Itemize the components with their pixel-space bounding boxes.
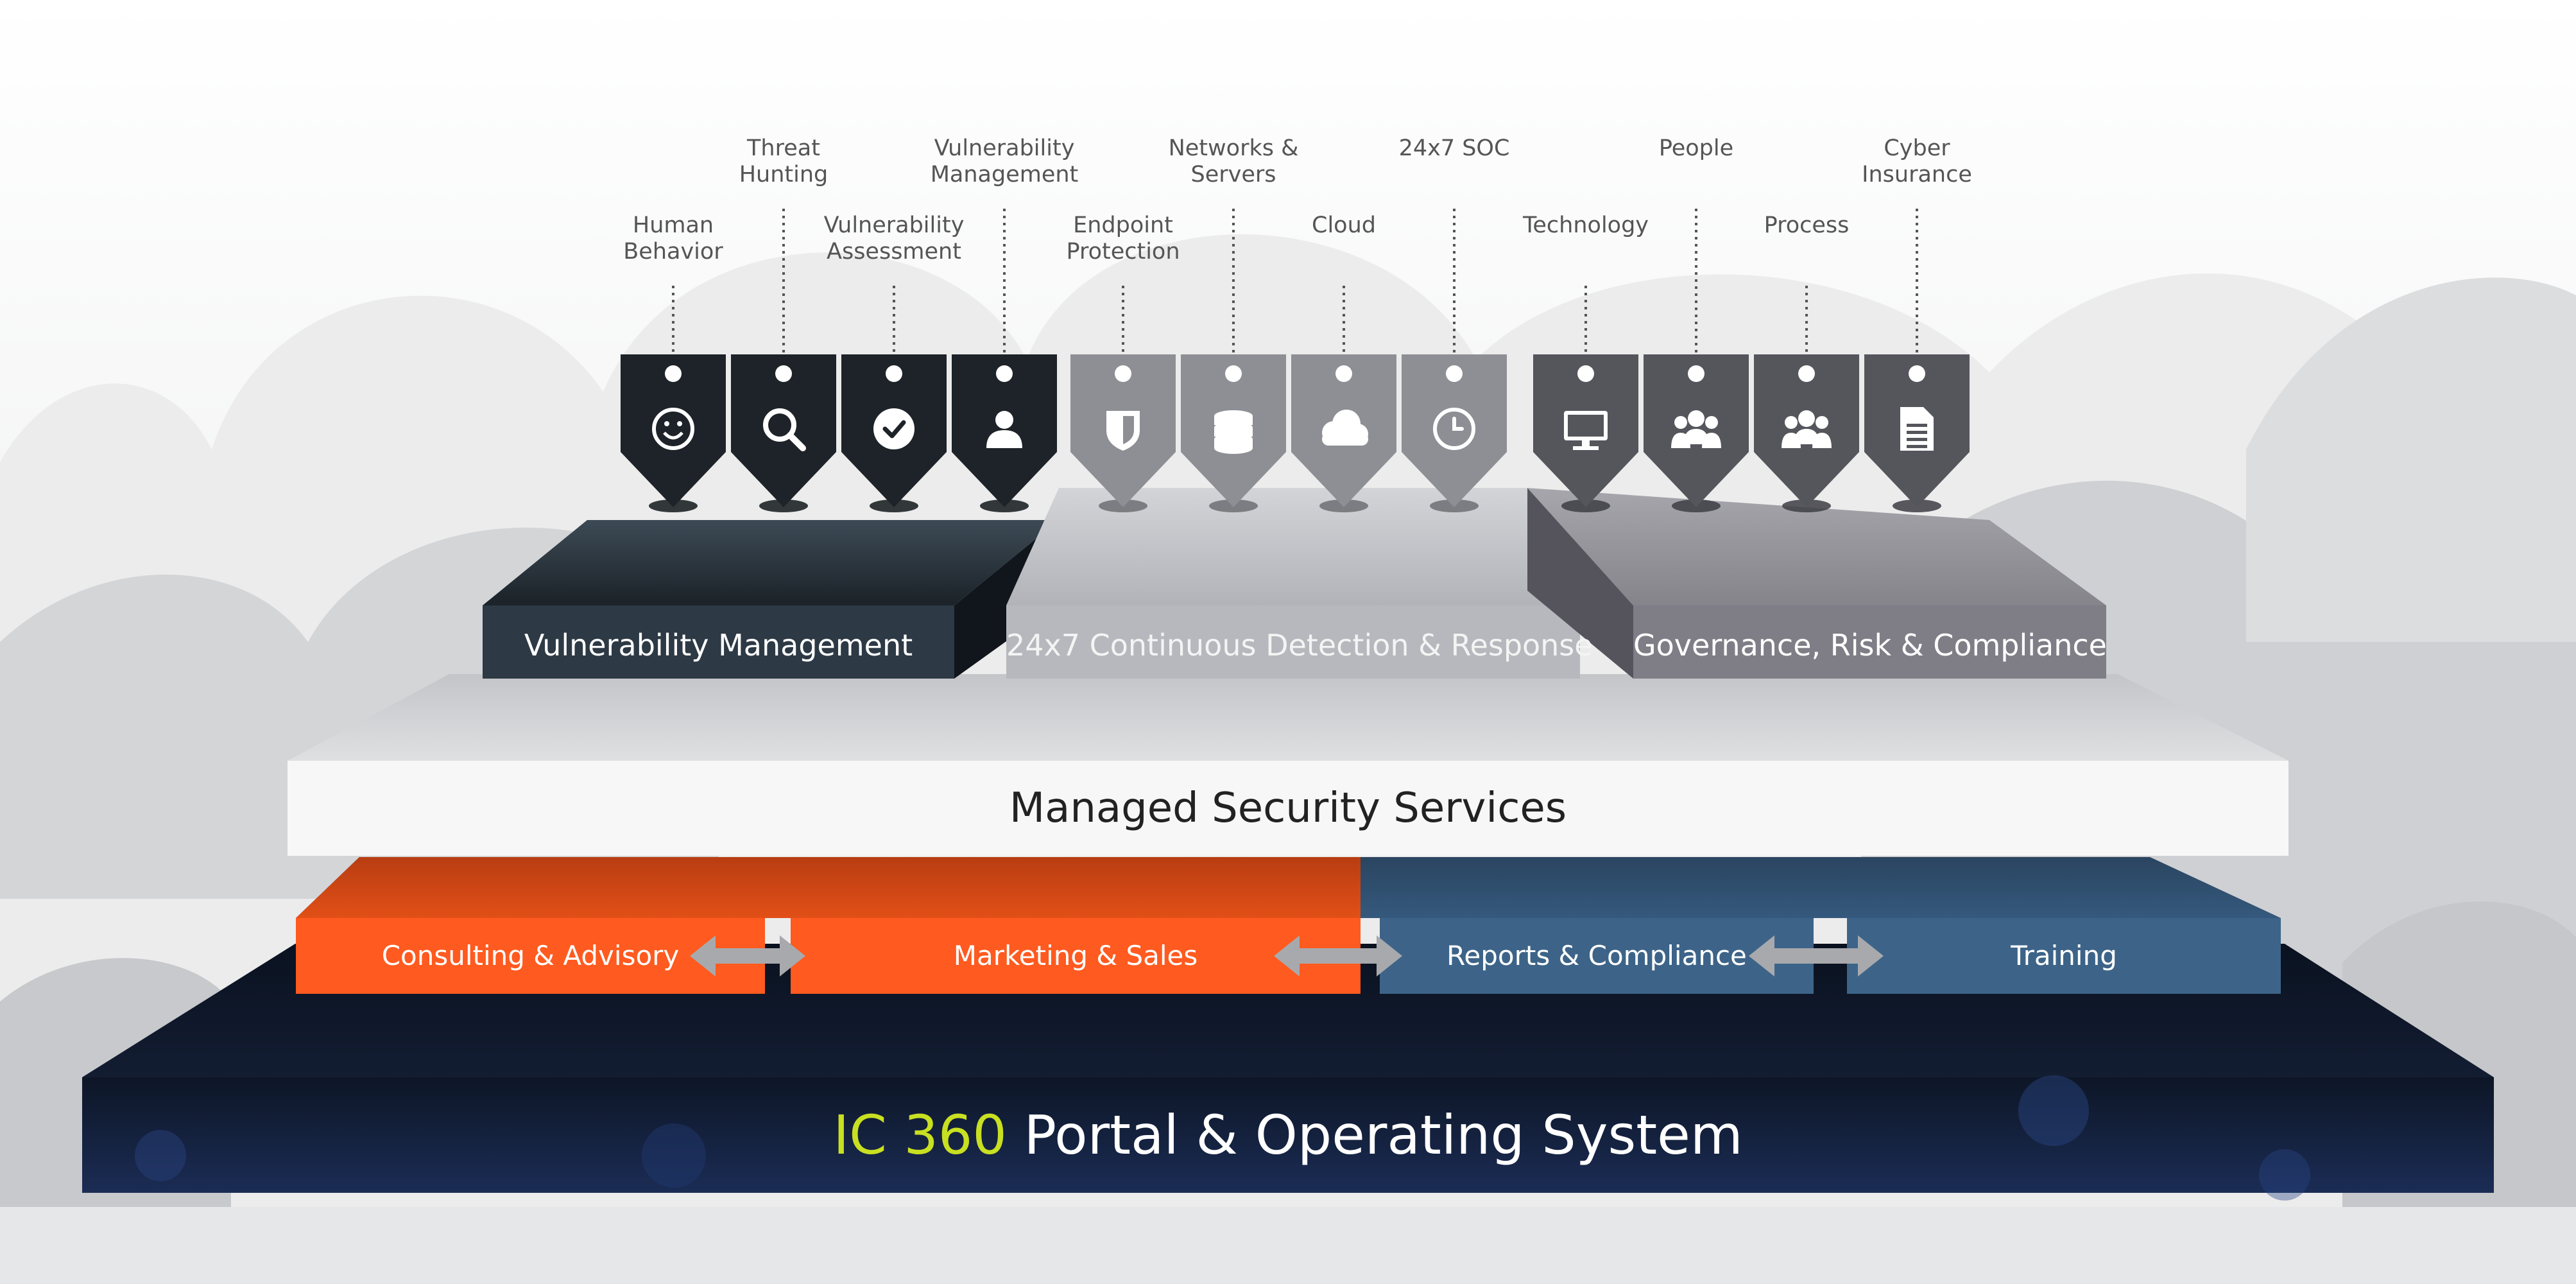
tag-8 [1402,209,1507,512]
tag-label-10: People [1658,135,1734,161]
tags-layer [621,209,1970,512]
pillar-governance [1527,488,2106,679]
cloud-icon [1322,410,1368,446]
tag-label-11: Process [1764,213,1850,238]
tag-label-1: Human Behavior [623,213,723,265]
service-label-consulting: Consulting & Advisory [381,940,680,971]
monitor-icon [1564,411,1608,450]
double-arrow-icon [690,935,1884,976]
search-icon [763,408,806,451]
services-band [296,857,2281,994]
service-box-training [1847,918,2281,994]
service-label-marketing: Marketing & Sales [953,940,1198,971]
tag-7 [1291,286,1396,512]
pillar-label-detection: 24x7 Continuous Detection & Response [1006,628,1593,663]
group-icon [1782,410,1832,448]
tag-2 [731,209,836,512]
tag-11 [1754,286,1859,512]
service-label-training: Training [2011,940,2117,971]
platform-title: IC 360 Portal & Operating System [82,1077,2494,1193]
document-icon [1900,407,1934,451]
tag-label-7: Cloud [1312,213,1376,238]
tag-label-4: Vulnerability Management [930,135,1079,187]
tag-10 [1644,209,1749,512]
platform-title-text: Portal & Operating System [1024,1104,1743,1167]
managed-services-label: Managed Security Services [1009,785,1567,832]
service-label-reports: Reports & Compliance [1447,940,1747,971]
service-box-reports [1380,918,1814,994]
shield-icon [1106,411,1140,451]
clock-icon [1433,408,1475,450]
service-box-consulting [296,918,765,994]
tag-12 [1864,209,1970,512]
tag-9 [1533,286,1638,512]
user-icon [986,411,1022,448]
tag-label-3: Vulnerability Assessment [823,213,965,265]
tag-1 [621,286,726,512]
tag-5 [1070,286,1176,512]
smiley-icon [652,408,694,450]
tag-4 [952,209,1057,512]
database-icon [1214,410,1253,454]
tag-6 [1181,209,1286,512]
pillar-label-vulnerability: Vulnerability Management [524,628,913,663]
people-icon [1671,410,1721,448]
pillar-label-governance: Governance, Risk & Compliance [1633,628,2107,663]
tag-label-5: Endpoint Protection [1066,213,1180,265]
pillar-detection [1006,488,1580,679]
tag-label-9: Technology [1522,213,1649,238]
checkmark-icon [873,408,914,449]
tag-label-6: Networks & Servers [1168,135,1299,187]
tag-label-8: 24x7 SOC [1398,135,1510,161]
platform-brand: IC 360 [833,1104,1007,1167]
tag-label-12: Cyber Insurance [1862,135,1972,187]
service-box-marketing [791,918,1361,994]
tag-3 [841,286,947,512]
tag-label-2: Threat Hunting [739,135,829,187]
managed-services-slab [288,674,2288,856]
